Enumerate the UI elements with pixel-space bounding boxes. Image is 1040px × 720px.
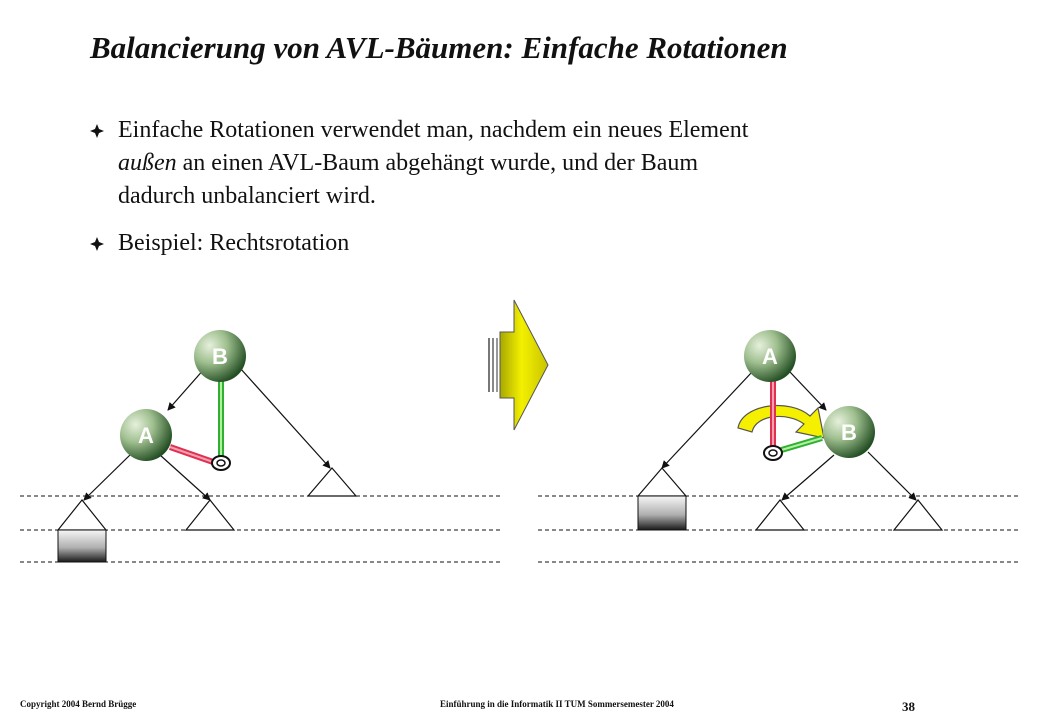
- edge-a-to-left-subtree: [83, 454, 131, 501]
- diamond-bullet-icon: [90, 124, 104, 138]
- subtree-triangle: [892, 499, 944, 531]
- bullet-1-emphasis: außen: [118, 150, 177, 176]
- node-b-label: B: [841, 420, 857, 445]
- bullet-1-line-2: an einen AVL-Baum abgehängt wurde, und d…: [176, 150, 699, 176]
- balance-edge-red: [169, 444, 217, 466]
- bullet-2-text: Beispiel: Rechtsrotation: [118, 230, 350, 256]
- bullet-1-line-1: Einfache Rotationen verwendet man, nachd…: [118, 117, 749, 143]
- slide-title: Balancierung von AVL-Bäumen: Einfache Ro…: [90, 30, 788, 65]
- edge-a-to-b: [789, 371, 827, 411]
- bullet-item-2: Beispiel: Rechtsrotation: [90, 227, 970, 260]
- diamond-bullet-icon: [90, 237, 104, 251]
- footer-course: Einführung in die Informatik II TUM Somm…: [440, 699, 674, 709]
- edge-a-to-middle-subtree: [159, 454, 211, 501]
- balance-edge-green: [777, 435, 823, 454]
- subtree-triangle: [56, 499, 108, 531]
- node-b: B: [194, 330, 246, 382]
- edge-b-to-a: [167, 367, 206, 411]
- footer-copyright: Copyright 2004 Bernd Brügge: [20, 699, 137, 709]
- subtree-triangle: [184, 499, 236, 531]
- node-a-label: A: [762, 344, 778, 369]
- rotation-transform-arrow: [488, 299, 549, 431]
- pivot-icon: [763, 445, 783, 461]
- pivot-icon: [211, 455, 231, 471]
- edge-b-to-right-subtree: [239, 367, 331, 469]
- node-a: A: [120, 409, 172, 461]
- edge-a-to-left-subtree: [661, 371, 753, 469]
- edge-b-to-right-subtree: [867, 451, 917, 501]
- node-a-label: A: [138, 423, 154, 448]
- node-b-label: B: [212, 344, 228, 369]
- bullet-item-1: Einfache Rotationen verwendet man, nachd…: [90, 114, 970, 213]
- node-a: A: [744, 330, 796, 382]
- bullet-1-line-3: dadurch unbalanciert wird.: [118, 183, 376, 209]
- tree-before-rotation: B A: [56, 330, 358, 563]
- subtree-inserted-box: [637, 495, 687, 531]
- level-lines: [20, 495, 1018, 563]
- bullet-list: Einfache Rotationen verwendet man, nachd…: [90, 114, 970, 260]
- node-b: B: [823, 406, 875, 458]
- rotate-clockwise-icon: [737, 404, 825, 439]
- subtree-inserted-box: [57, 529, 107, 563]
- subtree-triangle: [754, 499, 806, 531]
- subtree-triangle: [636, 467, 688, 497]
- subtree-triangle: [306, 467, 358, 497]
- page-number: 38: [902, 699, 915, 714]
- tree-after-rotation: A B: [636, 330, 944, 531]
- edge-b-to-middle-subtree: [781, 454, 835, 501]
